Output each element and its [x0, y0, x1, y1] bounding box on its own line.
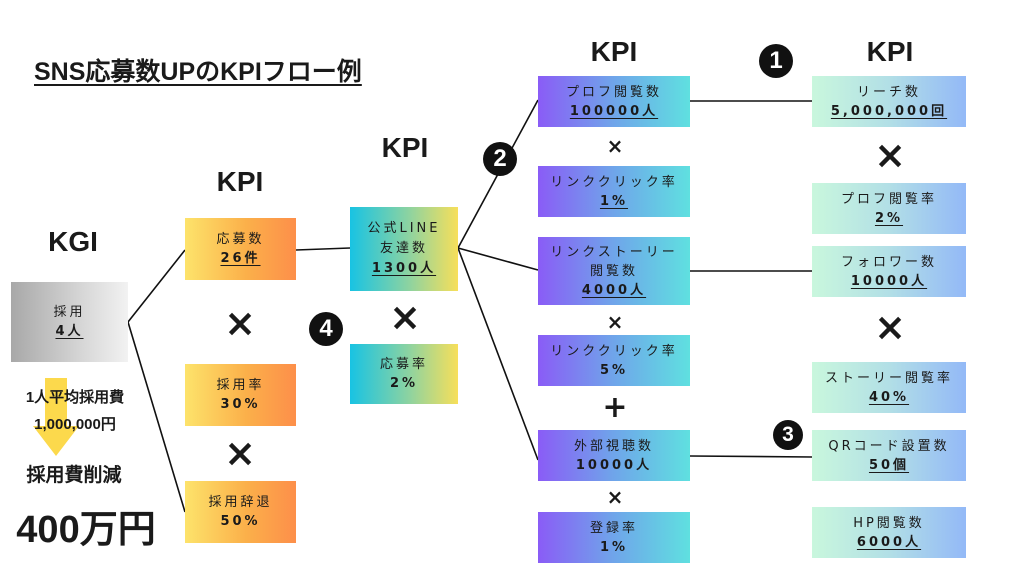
header-kpi-col2: KPI: [381, 132, 429, 163]
kgi-label: 採用: [53, 305, 86, 320]
connector-line-to-story-views: [457, 247, 539, 271]
kgi-hire-box: 採用 4人: [11, 282, 128, 362]
kpi-value: 10000人: [850, 273, 928, 289]
kpi-label: HP閲覧数: [853, 515, 925, 531]
kpi-story-view-rate-box: ストーリー閲覧率 40%: [812, 362, 966, 413]
kpi-label: 応募数: [216, 232, 265, 247]
kpi-label: 応募率: [379, 357, 428, 372]
badge-3-icon: 3: [773, 420, 803, 450]
avg-cost-value: 1,000,000円: [34, 416, 116, 433]
connector-external-to-qr: [689, 455, 813, 458]
kpi-value: 6000人: [856, 534, 922, 550]
kpi-link-click-rate-1-box: リンククリック率 1%: [538, 166, 690, 217]
multiply-icon: ×: [389, 295, 421, 339]
kpi-label: 採用辞退: [208, 495, 273, 510]
connector-applications-to-line: [295, 247, 351, 251]
kpi-apply-rate-box: 応募率 2%: [350, 344, 458, 404]
kpi-value: 2%: [389, 376, 419, 391]
kpi-label: プロフ閲覧率: [840, 191, 937, 207]
kpi-value: 5%: [599, 362, 629, 378]
page-title: SNS応募数UPのKPIフロー例: [34, 58, 362, 86]
kpi-label: リンククリック率: [550, 174, 678, 190]
kpi-label: 外部視聴数: [573, 438, 654, 454]
connector-line-to-external-views: [457, 247, 539, 461]
badge-2-icon: 2: [483, 142, 517, 176]
kpi-line-friends-box: 公式LINE 友達数 1300人: [350, 207, 458, 291]
kpi-link-click-rate-2-box: リンククリック率 5%: [538, 335, 690, 386]
kpi-external-views-box: 外部視聴数 10000人: [538, 430, 690, 481]
kpi-applications-box: 応募数 26件: [185, 218, 296, 280]
kpi-value: 1%: [599, 193, 629, 209]
multiply-icon: ×: [224, 431, 256, 475]
cost-reduction-result: 400万円: [16, 509, 156, 551]
kpi-profile-view-rate-box: プロフ閲覧率 2%: [812, 183, 966, 234]
multiply-icon: ×: [606, 485, 624, 509]
kpi-value: 2%: [874, 210, 904, 226]
kpi-label: QRコード設置数: [828, 438, 950, 454]
kpi-label: 登録率: [589, 520, 638, 536]
header-kgi: KGI: [48, 226, 98, 257]
kpi-value: 1%: [599, 539, 629, 555]
kpi-label: リンククリック率: [550, 343, 678, 359]
down-arrow-icon: [33, 378, 79, 456]
badge-1-icon: 1: [759, 44, 793, 78]
kpi-label: 公式LINE: [367, 221, 441, 236]
kpi-label-2: 友達数: [379, 241, 428, 256]
kpi-value: 4000人: [581, 282, 647, 298]
plus-icon: +: [602, 390, 628, 425]
cost-reduction-label: 採用費削減: [26, 465, 122, 486]
kpi-label: フォロワー数: [840, 254, 937, 270]
kpi-label: プロフ閲覧数: [565, 84, 662, 100]
kpi-hire-rate-box: 採用率 30%: [185, 364, 296, 426]
kpi-value: 100000人: [569, 103, 659, 119]
kpi-label: 採用率: [216, 378, 265, 393]
connector-kgi-to-applications: [127, 249, 186, 323]
kpi-value: 5,000,000回: [830, 103, 948, 119]
kpi-story-views-box: リンクストーリー 閲覧数 4000人: [538, 237, 690, 305]
kpi-value: 40%: [868, 389, 910, 405]
kgi-value: 4人: [55, 324, 84, 339]
kpi-hp-views-box: HP閲覧数 6000人: [812, 507, 966, 558]
kpi-value: 50%: [220, 514, 261, 529]
multiply-icon: ×: [224, 301, 256, 345]
multiply-icon: ×: [874, 133, 906, 177]
kpi-value: 50個: [868, 457, 910, 473]
kpi-value: 26件: [220, 251, 261, 266]
kpi-label: リンクストーリー: [550, 244, 678, 260]
kpi-value: 1300人: [371, 261, 437, 276]
kpi-reach-box: リーチ数 5,000,000回: [812, 76, 966, 127]
kpi-label: ストーリー閲覧率: [824, 370, 953, 386]
multiply-icon: ×: [606, 310, 624, 334]
kpi-label: リーチ数: [856, 84, 921, 100]
connector-kgi-to-declines: [127, 321, 186, 513]
kpi-value: 10000人: [575, 457, 653, 473]
kpi-profile-views-box: プロフ閲覧数 100000人: [538, 76, 690, 127]
header-kpi-col4: KPI: [866, 36, 914, 67]
badge-4-icon: 4: [309, 312, 343, 346]
kpi-label-2: 閲覧数: [589, 263, 638, 279]
kpi-decline-box: 採用辞退 50%: [185, 481, 296, 543]
header-kpi-col3: KPI: [590, 36, 638, 67]
avg-cost-label: 1人平均採用費: [25, 389, 125, 406]
kpi-signup-rate-box: 登録率 1%: [538, 512, 690, 563]
kpi-value: 30%: [220, 397, 261, 412]
header-kpi-col1: KPI: [216, 166, 264, 197]
multiply-icon: ×: [874, 305, 906, 349]
multiply-icon: ×: [606, 134, 624, 158]
kpi-followers-box: フォロワー数 10000人: [812, 246, 966, 297]
kpi-qr-code-box: QRコード設置数 50個: [812, 430, 966, 481]
